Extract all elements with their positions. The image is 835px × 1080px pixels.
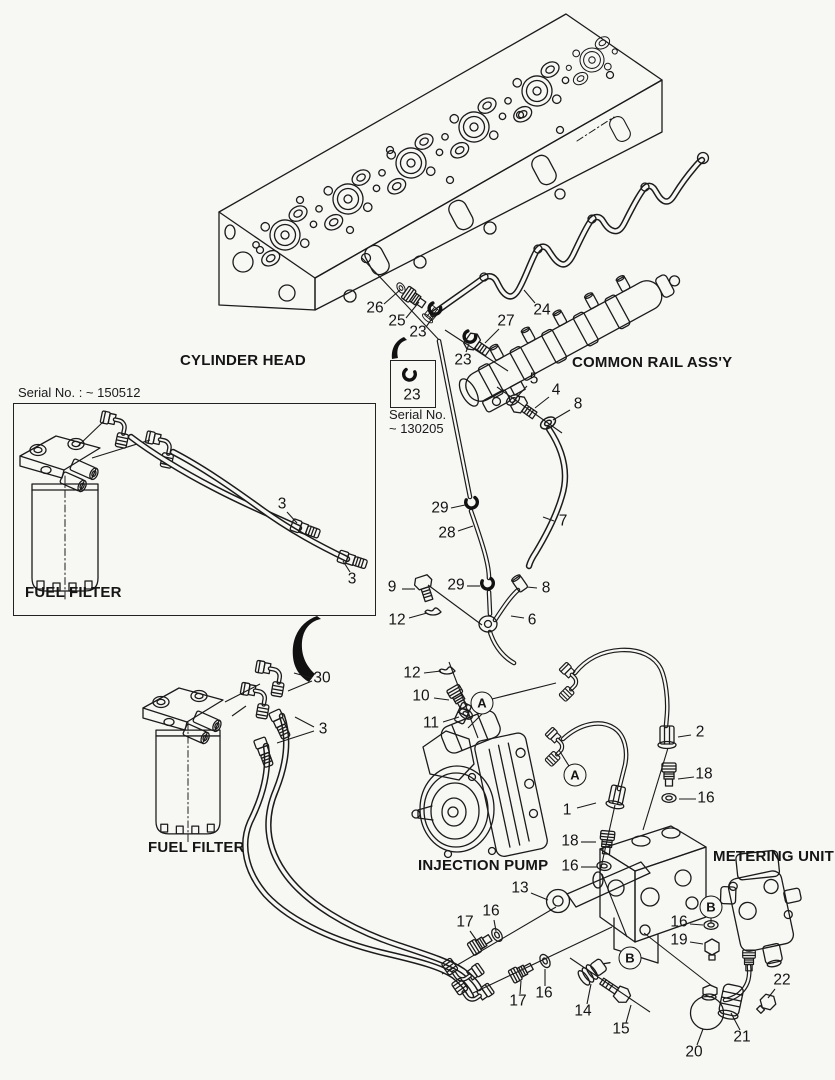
fuel-filter-main-art [142, 660, 287, 844]
callout-30: 30 [313, 669, 331, 687]
callout-21: 21 [733, 1028, 751, 1046]
leakoff-pipe-art [420, 151, 710, 325]
callout-5: 5 [529, 370, 539, 388]
callout-3: 3 [347, 570, 357, 588]
callout-18: 18 [695, 765, 713, 783]
callout-17: 17 [509, 992, 527, 1010]
callout-4: 4 [551, 381, 561, 399]
callout-28: 28 [438, 524, 456, 542]
callout-3: 3 [318, 720, 328, 738]
callout-11: 11 [422, 714, 440, 732]
inset-box-early-serial [13, 403, 376, 616]
label-cylinder-head: CYLINDER HEAD [180, 352, 306, 369]
serial-note-box [390, 360, 436, 408]
callout-8: 8 [573, 395, 583, 413]
common-rail-art [458, 274, 681, 413]
callout-10: 10 [412, 687, 430, 705]
callout-14: 14 [574, 1002, 592, 1020]
ref-letter-A: A [470, 691, 494, 715]
callout-12: 12 [403, 664, 421, 682]
callout-26: 26 [366, 299, 384, 317]
callout-7: 7 [558, 512, 568, 530]
callout-2: 2 [695, 723, 705, 741]
callout-9: 9 [387, 578, 397, 596]
callout-16: 16 [561, 857, 579, 875]
callout-16: 16 [697, 789, 715, 807]
callout-13: 13 [511, 879, 529, 897]
serial-note-part-number: 23 [403, 386, 421, 404]
callout-29: 29 [431, 499, 449, 517]
callout-19: 19 [670, 931, 688, 949]
callout-25: 25 [388, 312, 406, 330]
ref-letter-A: A [563, 763, 587, 787]
inset-serial-label: Serial No. : ~ 150512 [18, 385, 141, 400]
callout-17: 17 [456, 913, 474, 931]
callout-8: 8 [541, 579, 551, 597]
cylinder-head-art [218, 13, 663, 311]
callout-27: 27 [497, 312, 515, 330]
label-metering-unit: METERING UNIT [713, 848, 834, 865]
callout-20: 20 [685, 1043, 703, 1061]
callout-16: 16 [482, 902, 500, 920]
callout-23: 23 [454, 351, 472, 369]
label-fuel-filter-inset: FUEL FILTER [25, 584, 122, 601]
callout-23: 23 [409, 323, 427, 341]
callout-24: 24 [533, 301, 551, 319]
label-fuel-filter-main: FUEL FILTER [148, 839, 245, 856]
serial-note-line1: Serial No. [389, 407, 447, 422]
callout-22: 22 [773, 971, 791, 989]
callout-3: 3 [277, 495, 287, 513]
serial-note-line2: ~ 130205 [389, 421, 444, 436]
callout-12: 12 [388, 611, 406, 629]
callout-6: 6 [527, 611, 537, 629]
ref-letter-B: B [699, 895, 723, 919]
label-common-rail-assy: COMMON RAIL ASS'Y [572, 354, 733, 371]
callout-16: 16 [535, 984, 553, 1002]
label-injection-pump: INJECTION PUMP [418, 857, 549, 874]
ref-letter-B: B [618, 946, 642, 970]
callout-1: 1 [562, 801, 572, 819]
callout-29: 29 [447, 576, 465, 594]
callout-18: 18 [561, 832, 579, 850]
arrow-swoosh-small [391, 337, 407, 359]
callout-15: 15 [612, 1020, 630, 1038]
callout-16: 16 [670, 913, 688, 931]
